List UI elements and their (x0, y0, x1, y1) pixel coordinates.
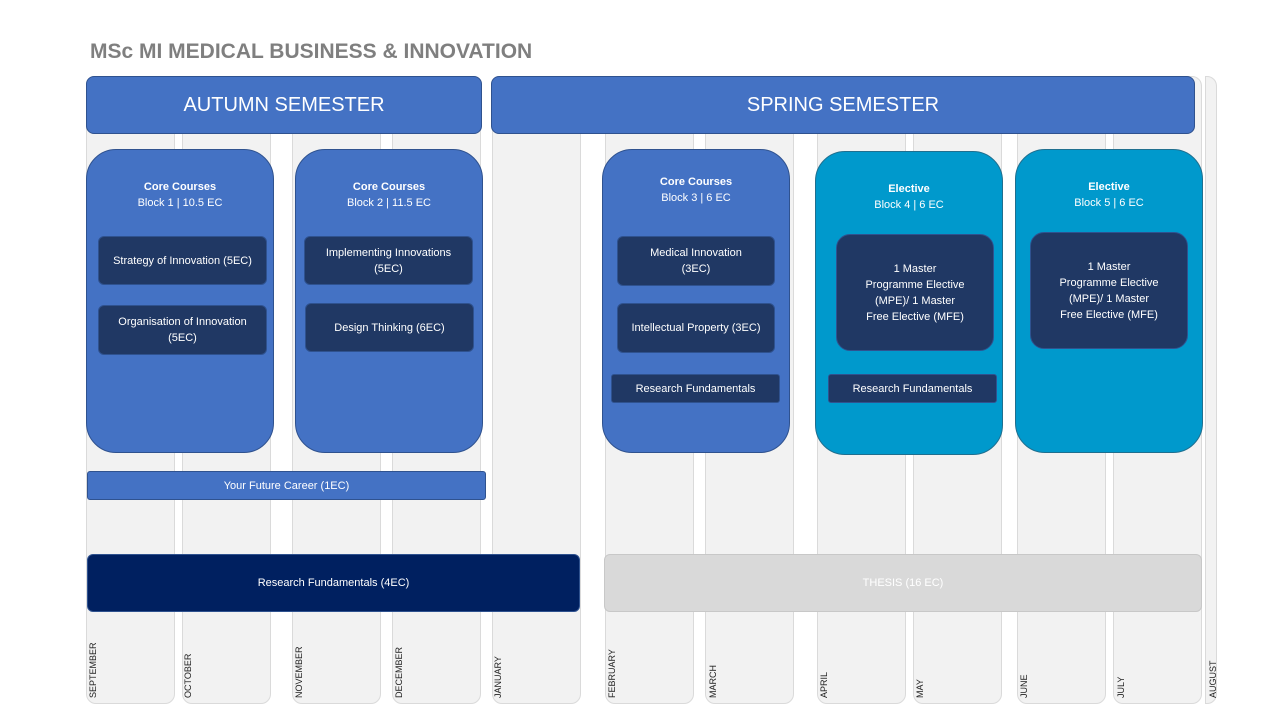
block-5-ec: Block 5 | 6 EC (1074, 197, 1144, 209)
month-label-august: AUGUST (1208, 660, 1218, 698)
course-elective-block-5[interactable]: 1 Master Programme Elective (MPE)/ 1 Mas… (1030, 232, 1188, 349)
block-5-header: Elective Block 5 | 6 EC (1015, 179, 1203, 211)
month-label-february: FEBRUARY (607, 649, 617, 698)
spring-semester-header: SPRING SEMESTER (491, 76, 1195, 134)
block-4-type: Elective (888, 183, 930, 195)
your-future-career-bar[interactable]: Your Future Career (1EC) (87, 471, 486, 500)
block-4-ec: Block 4 | 6 EC (874, 199, 944, 211)
block-2-ec: Block 2 | 11.5 EC (347, 197, 431, 209)
month-label-april: APRIL (819, 671, 829, 698)
block-4-header: Elective Block 4 | 6 EC (815, 181, 1003, 213)
course-organisation-of-innovation[interactable]: Organisation of Innovation (5EC) (98, 305, 267, 355)
course-elective-block-4[interactable]: 1 Master Programme Elective (MPE)/ 1 Mas… (836, 234, 994, 351)
block-3-ec: Block 3 | 6 EC (661, 192, 731, 204)
block-1-type: Core Courses (143, 181, 217, 193)
block-2 (295, 149, 483, 453)
thesis-bar[interactable]: THESIS (16 EC) (604, 554, 1202, 612)
research-fundamentals-bar[interactable]: Research Fundamentals (4EC) (87, 554, 580, 612)
block-2-type: Core Courses (352, 181, 426, 193)
course-research-fundamentals-block-3[interactable]: Research Fundamentals (611, 374, 780, 403)
course-research-fundamentals-block-4[interactable]: Research Fundamentals (828, 374, 997, 403)
block-1-header: Core Courses Block 1 | 10.5 EC (86, 179, 274, 211)
month-label-december: DECEMBER (394, 646, 404, 698)
month-label-may: MAY (915, 679, 925, 698)
block-5-type: Elective (1088, 181, 1130, 193)
month-label-september: SEPTEMBER (88, 642, 98, 698)
month-label-january: JANUARY (493, 656, 503, 698)
month-label-march: MARCH (708, 665, 718, 698)
month-label-november: NOVEMBER (294, 646, 304, 698)
course-design-thinking[interactable]: Design Thinking (6EC) (305, 303, 474, 352)
course-strategy-of-innovation[interactable]: Strategy of Innovation (5EC) (98, 236, 267, 285)
block-1 (86, 149, 274, 453)
block-1-ec: Block 1 | 10.5 EC (137, 197, 223, 209)
course-implementing-innovations[interactable]: Implementing Innovations (5EC) (304, 236, 473, 285)
block-3-header: Core Courses Block 3 | 6 EC (602, 174, 790, 206)
course-intellectual-property[interactable]: Intellectual Property (3EC) (617, 303, 775, 353)
autumn-semester-header: AUTUMN SEMESTER (86, 76, 482, 134)
page-title: MSc MI MEDICAL BUSINESS & INNOVATION (90, 40, 533, 63)
course-medical-innovation[interactable]: Medical Innovation (3EC) (617, 236, 775, 286)
month-label-october: OCTOBER (183, 653, 193, 698)
month-label-july: JULY (1116, 676, 1126, 698)
month-label-june: JUNE (1019, 674, 1029, 698)
block-2-header: Core Courses Block 2 | 11.5 EC (295, 179, 483, 211)
month-column-august (1205, 76, 1217, 704)
block-3-type: Core Courses (659, 176, 733, 188)
